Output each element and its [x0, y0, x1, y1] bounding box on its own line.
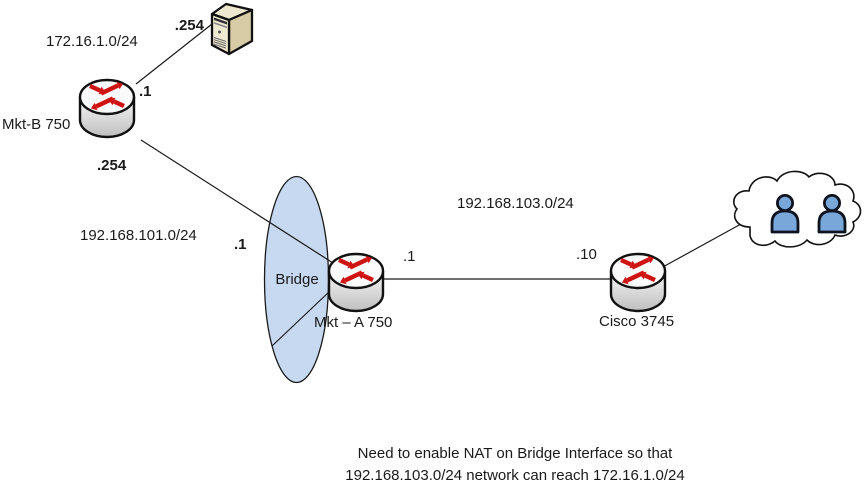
- cisco-interface-label: .10: [576, 246, 597, 263]
- link-cisco-cloud: [660, 223, 742, 269]
- link-mkta-bridge: [271, 290, 331, 347]
- router-icon: [609, 252, 667, 313]
- person-icon: [817, 193, 847, 234]
- router-icon: [327, 252, 385, 313]
- nat-note: Need to enable NAT on Bridge Interface s…: [285, 443, 745, 487]
- network-label-103: 192.168.103.0/24: [457, 195, 574, 212]
- mktb-interface-to-server-label: .1: [139, 83, 152, 100]
- cisco-name-label: Cisco 3745: [599, 313, 675, 330]
- router-icon: [78, 78, 136, 139]
- network-label-172: 172.16.1.0/24: [46, 33, 138, 50]
- mktb-interface-to-bridge-label: .254: [97, 157, 127, 174]
- mkta-interface-to-cisco-label: .1: [403, 248, 416, 265]
- server-icon: [210, 2, 254, 56]
- router-mkt-b-node: [77, 76, 137, 145]
- person-icon: [770, 193, 800, 234]
- bridge-name-label: Bridge: [275, 271, 319, 288]
- server-interface-label: .254: [174, 17, 204, 34]
- network-label-101: 192.168.101.0/24: [80, 227, 197, 244]
- nat-note-line2: 192.168.103.0/24 network can reach 172.1…: [345, 467, 685, 484]
- link-mktb-mkta: [140, 139, 334, 264]
- router-mkt-a-node: [326, 250, 386, 319]
- cloud-icon: [733, 170, 862, 248]
- mkta-name-label: Mkt – A 750: [314, 314, 393, 331]
- nat-note-line1: Need to enable NAT on Bridge Interface s…: [357, 445, 673, 462]
- server-node: [209, 1, 255, 64]
- link-server-mktb: [135, 23, 213, 85]
- users-cloud-node: [725, 165, 865, 260]
- router-cisco-node: [608, 250, 668, 319]
- mktb-name-label: Mkt-B 750: [2, 116, 71, 133]
- bridge-interface-label: .1: [234, 236, 247, 253]
